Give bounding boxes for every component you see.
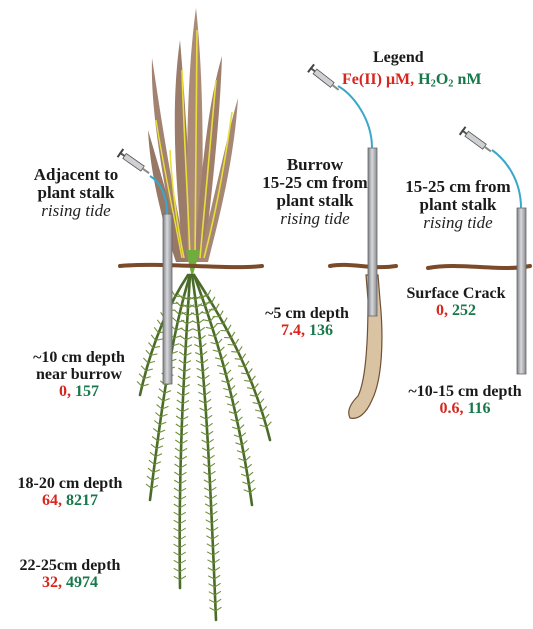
root-hair (228, 345, 235, 346)
legend-fe: Fe(II) μM, (342, 71, 414, 88)
root-hair (222, 355, 227, 360)
probe-crack (459, 126, 526, 374)
measure-near-burrow: ~10 cm depth near burrow 0, 157 (20, 350, 138, 400)
root-hair (216, 304, 220, 310)
root-hair (146, 350, 151, 355)
measure-burrow-5: ~5 cm depth 7.4, 136 (252, 306, 362, 340)
measure-22-25: 22-25cm depth 32, 4974 (4, 558, 136, 592)
root-hair (232, 393, 237, 398)
root-hair (215, 331, 220, 336)
root-hair (151, 335, 156, 340)
plant-stalk (148, 8, 238, 278)
root-hair (172, 303, 179, 304)
root-hair (176, 302, 181, 307)
root-hair (228, 378, 233, 383)
root-hair (242, 354, 246, 360)
root-hair (212, 297, 215, 303)
measure-surface-crack: Surface Crack 0, 252 (394, 286, 518, 320)
root-hair (248, 369, 252, 375)
site-crack-label: 15-25 cm from plant stalk rising tide (392, 178, 524, 232)
legend-title: Legend (373, 50, 424, 67)
root-hair (235, 339, 239, 345)
root-hair (141, 366, 146, 371)
root-hair (208, 308, 213, 313)
root-hair (236, 409, 241, 414)
root-hair (231, 352, 238, 353)
root-hair (227, 325, 231, 331)
measure-crack-10-15: ~10-15 cm depth 0.6, 116 (400, 384, 530, 418)
root-hair (224, 318, 228, 324)
root-hair (264, 414, 269, 419)
legend-h2o2: H2O2 nM (418, 71, 481, 88)
root-hair (213, 324, 218, 329)
root-hair (149, 343, 154, 348)
root-hair (157, 320, 161, 326)
root-hair (143, 358, 148, 363)
measure-18-20: 18-20 cm depth 64, 8217 (4, 476, 136, 510)
root-hair (245, 361, 249, 367)
root-hair (139, 374, 144, 379)
root-hair (251, 376, 255, 382)
site-crack-tide: rising tide (392, 214, 524, 232)
root-hair (259, 399, 264, 404)
root-hair (230, 386, 235, 391)
root-hair (220, 347, 225, 352)
root-hair (234, 401, 239, 406)
root-hair (220, 311, 224, 317)
legend-entries: Fe(II) μM, H2O2 nM (342, 72, 481, 91)
root-hair (262, 406, 267, 411)
soil-surface (120, 265, 530, 268)
root-hair (226, 370, 231, 375)
site-burrow-label: Burrow 15-25 cm from plant stalk rising … (240, 156, 390, 227)
site-burrow-tide: rising tide (240, 210, 390, 228)
root-hair (235, 359, 242, 360)
root-hair (231, 332, 235, 338)
root-hair (254, 384, 258, 389)
root-hair (154, 327, 158, 333)
site-adjacent-label: Adjacent to plant stalk rising tide (10, 166, 142, 220)
root-hair (257, 391, 262, 396)
root-hair (267, 422, 272, 427)
site-adjacent-tide: rising tide (10, 202, 142, 220)
root-hair (217, 339, 222, 344)
root-hair (207, 290, 210, 296)
root-hair (224, 362, 229, 367)
root-hair (238, 346, 242, 352)
